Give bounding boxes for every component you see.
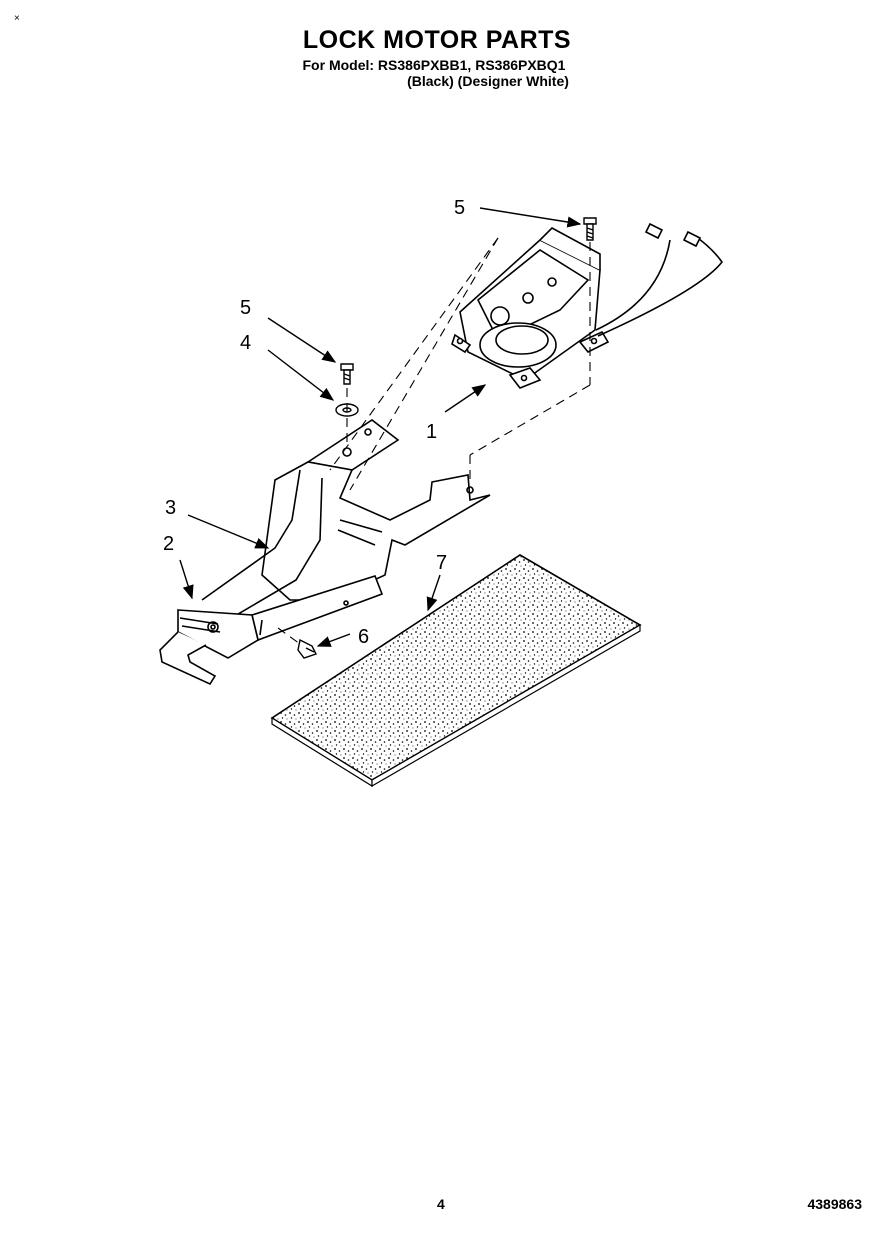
title-block: LOCK MOTOR PARTS For Model: RS386PXBB1, … bbox=[0, 26, 886, 89]
document-number: 4389863 bbox=[807, 1196, 862, 1212]
corner-mark: × bbox=[14, 13, 20, 24]
lock-bracket-part bbox=[159, 419, 491, 686]
screw-part-left bbox=[340, 363, 354, 385]
callout-4: 4 bbox=[240, 332, 251, 354]
callout-7: 7 bbox=[436, 552, 447, 574]
callout-5-left: 5 bbox=[240, 297, 251, 319]
page-number: 4 bbox=[437, 1196, 445, 1212]
model-line: For Model: RS386PXBB1, RS386PXBQ1 bbox=[302, 57, 566, 73]
callout-3: 3 bbox=[165, 497, 176, 519]
callout-2: 2 bbox=[163, 533, 174, 555]
variant-line: (Black) (Designer White) bbox=[407, 73, 569, 89]
callout-5-top: 5 bbox=[454, 197, 465, 219]
callout-arrows bbox=[179, 207, 582, 647]
screw-part-top-right bbox=[583, 217, 597, 241]
screw-part-bottom bbox=[297, 638, 317, 659]
foam-pad-part bbox=[270, 554, 642, 788]
assembly-guide-lines bbox=[277, 237, 591, 645]
lock-motor-part bbox=[451, 222, 723, 389]
page-title: LOCK MOTOR PARTS bbox=[302, 26, 572, 54]
callout-1: 1 bbox=[426, 421, 437, 443]
callout-6: 6 bbox=[358, 626, 369, 648]
